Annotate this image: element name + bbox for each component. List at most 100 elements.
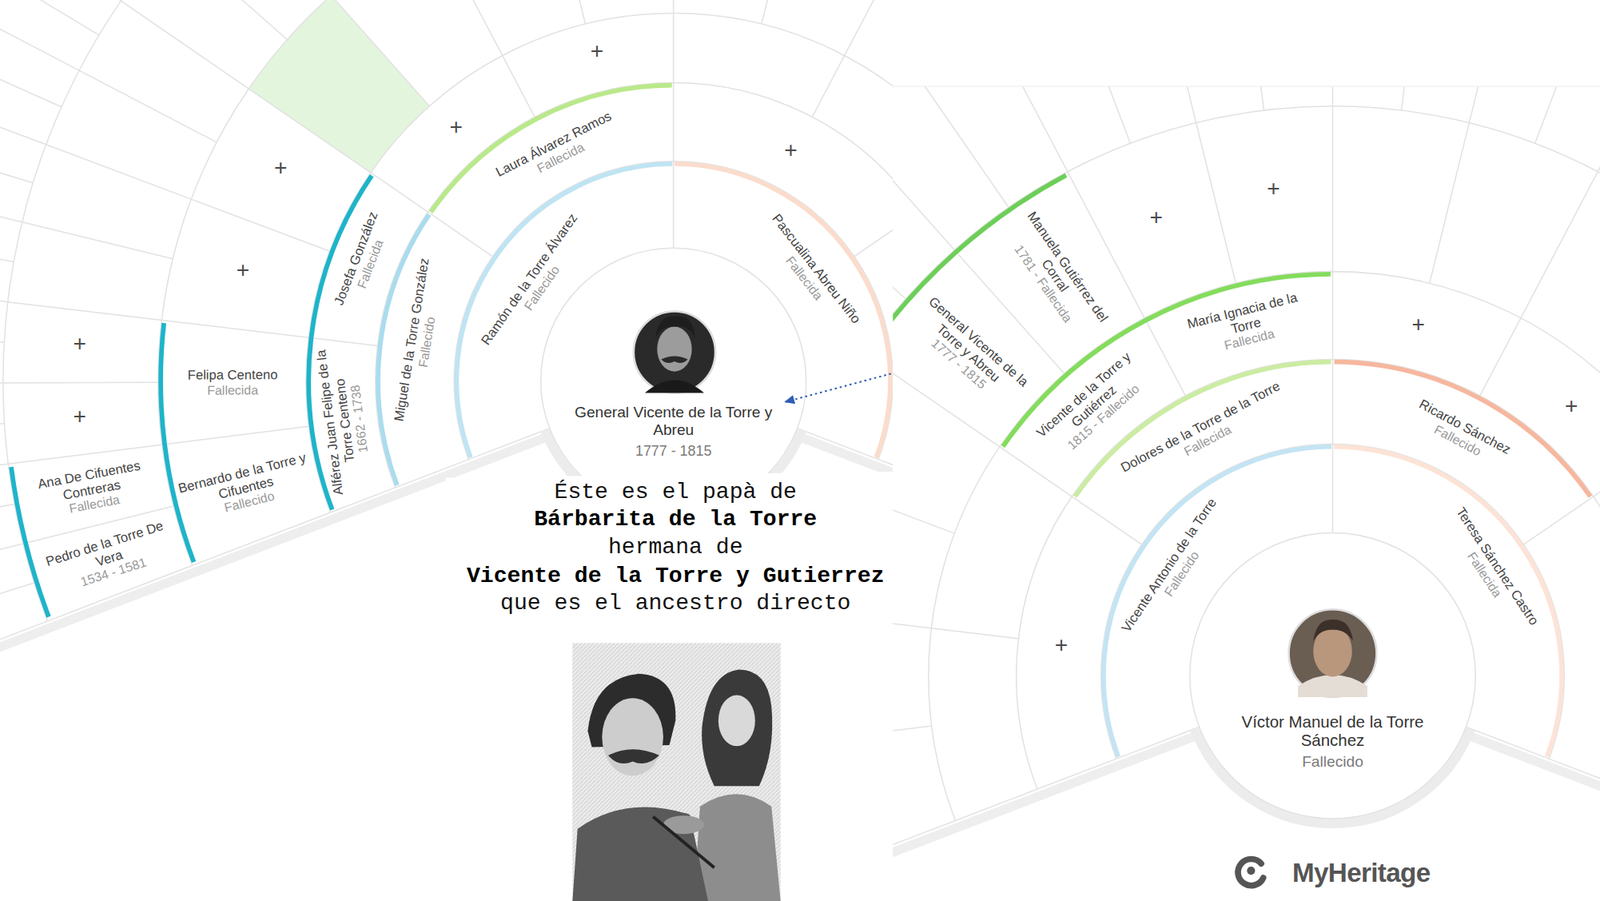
ancestor-segment: Manuela Gutiérrez del Corral1781 - Falle… [999, 207, 1112, 343]
segment-divider [811, 55, 844, 117]
brand-logo-icon [1246, 866, 1255, 875]
segment-divider [1520, 171, 1598, 319]
lineage-arc [1334, 362, 1591, 498]
engraving-illustration [652, 815, 715, 868]
segment-divider [955, 788, 1038, 820]
segment-divider [0, 620, 48, 729]
segment-divider [999, 446, 1072, 497]
segment-divider [0, 0, 80, 71]
segment-divider [0, 543, 24, 617]
root-person: Víctor Manuel de la Torre SánchezFalleci… [1220, 712, 1445, 772]
life-dates: Fallecido [477, 200, 606, 377]
segment-divider [761, 0, 797, 24]
life-dates: Fallecida [470, 107, 650, 209]
lineage-arc [430, 85, 673, 213]
engraving-illustration [572, 642, 781, 901]
add-parent-plus: + [784, 137, 797, 163]
segment-divider [672, 161, 675, 249]
arrow-head [784, 394, 796, 404]
segment-divider [1332, 106, 1334, 272]
dotted-arrow [784, 373, 892, 404]
person-name: Felipa Centeno [166, 366, 299, 383]
ring-line [453, 161, 893, 460]
portrait-photo [1289, 608, 1378, 697]
segment-divider [191, 199, 330, 251]
life-dates: 1777 - 1815 [569, 442, 779, 459]
note-line: Bárbarita de la Torre [532, 508, 820, 534]
segment-divider [1535, 87, 1600, 144]
segment-divider [0, 503, 15, 559]
segment-divider [844, 0, 914, 56]
segment-divider [3, 382, 159, 384]
segment-divider [395, 459, 470, 488]
brand-logo-icon [1237, 858, 1264, 885]
life-dates: Fallecida [1428, 494, 1542, 657]
brand-logo-icon [1237, 858, 1264, 885]
person-name: Ramón de la Torre Álvarez [465, 191, 595, 368]
ancestor-segment: Bernardo de la Torre y CifuentesFallecid… [171, 448, 321, 526]
portrait-photo [1297, 674, 1368, 697]
note-line: que es el ancestro directo [498, 591, 853, 617]
ancestor-segment: Ricardo SánchezFallecido [1386, 385, 1536, 483]
engraving-illustration [693, 793, 781, 901]
add-parent-plus: + [1054, 632, 1068, 657]
person-name: Laura Álvarez Ramos [463, 94, 644, 196]
note-line: Éste es el papà de [552, 480, 800, 506]
segment-divider [0, 0, 100, 36]
segment-divider [904, 87, 1067, 172]
ancestor-segment: Miguel de la Torre GonzálezFallecido [390, 242, 450, 438]
engraving-illustration [608, 748, 660, 764]
segment-divider [1221, 87, 1265, 111]
segment-divider [1144, 318, 1186, 396]
engraving-illustration [572, 642, 781, 901]
dotted-arrow-line [784, 373, 892, 402]
add-parent-plus: + [1266, 176, 1280, 202]
segment-divider [7, 302, 163, 321]
add-parent-plus: + [72, 403, 86, 429]
center-circle [1190, 532, 1477, 819]
segment-divider [171, 0, 287, 40]
segment-divider [0, 0, 121, 1]
engraving-illustration [572, 806, 709, 901]
segment-divider [22, 222, 174, 259]
add-parent-plus: + [1412, 312, 1425, 338]
segment-divider [1465, 726, 1549, 759]
root-person: General Vicente de la Torre y Abreu1777 … [569, 404, 779, 460]
lineage-arc [160, 322, 194, 562]
fan-ground [892, 87, 1600, 901]
center-circle [541, 247, 807, 514]
segment-divider [892, 819, 956, 880]
ancestor-segment: Vicente Antonio de la TorreFallecido [1109, 481, 1242, 659]
ancestor-segment: Pascualina Abreu NiñoFallecida [739, 188, 882, 360]
segment-divider [1523, 496, 1593, 545]
segment-divider [1116, 726, 1200, 759]
ancestor-segment: Teresa Sánchez CastroFallecida [1428, 485, 1555, 656]
portrait-photo [660, 356, 688, 363]
segment-divider [1332, 271, 1334, 360]
engraving-illustration [718, 694, 756, 746]
segment-divider [1196, 123, 1237, 284]
portrait-photo [1313, 619, 1354, 641]
right-fan-chart [892, 87, 1600, 901]
segment-divider [0, 382, 4, 384]
segment-divider [433, 0, 502, 56]
segment-divider [797, 428, 879, 460]
highlight-segment [248, 0, 430, 173]
segment-divider [1267, 0, 1533, 71]
segment-divider [1548, 758, 1600, 789]
portrait-photo [644, 380, 705, 394]
segment-divider [1332, 358, 1334, 444]
segment-divider [1593, 446, 1600, 497]
segment-divider [0, 423, 5, 443]
brand-wordmark: MyHeritage [1292, 857, 1431, 888]
ancestor-segment: Josefa GonzálezFallecida [323, 189, 402, 334]
ancestor-segment: Ana De Cifuentes ContrerasFallecida [17, 454, 167, 525]
add-parent-plus: + [1149, 205, 1163, 231]
engraving-illustration [572, 642, 781, 901]
segment-divider [892, 474, 955, 534]
segment-divider [672, 0, 675, 14]
ring-line [928, 271, 1600, 821]
segment-divider [0, 325, 4, 343]
segment-divider [931, 628, 1019, 639]
